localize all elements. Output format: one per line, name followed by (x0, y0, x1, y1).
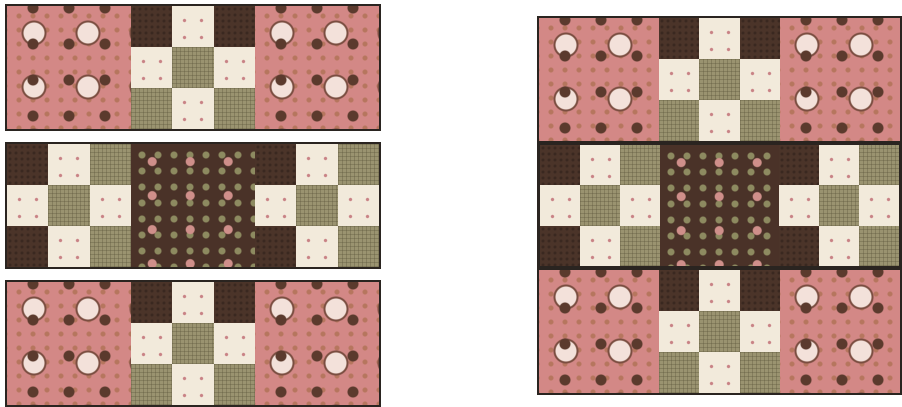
dark-fabric-square (779, 226, 819, 266)
cream-fabric-square (540, 185, 580, 225)
cream-fabric-square (740, 311, 780, 352)
olive-fabric-square (172, 323, 213, 364)
cream-fabric-square (48, 226, 89, 267)
dark-fabric-square (255, 226, 296, 267)
olive-fabric-square (620, 226, 660, 266)
olive-fabric-square (620, 145, 660, 185)
olive-fabric-square (214, 364, 255, 405)
cream-fabric-square (740, 59, 780, 100)
cream-fabric-square (48, 144, 89, 185)
dark-print-fabric-panel (660, 145, 780, 266)
quilt-strip-right-top (537, 16, 902, 143)
olive-fabric-square (90, 144, 131, 185)
cream-fabric-square (620, 185, 660, 225)
dark-fabric-square (659, 270, 699, 311)
nine-patch-block (255, 144, 379, 267)
cream-fabric-square (659, 59, 699, 100)
nine-patch-block (659, 18, 779, 141)
floral-fabric-panel (539, 18, 659, 141)
olive-fabric-square (580, 185, 620, 225)
olive-fabric-square (48, 185, 89, 226)
cream-fabric-square (131, 323, 172, 364)
dark-fabric-square (7, 226, 48, 267)
cream-fabric-square (172, 88, 213, 129)
cream-fabric-square (699, 100, 739, 141)
cream-fabric-square (296, 226, 337, 267)
olive-fabric-square (131, 364, 172, 405)
cream-fabric-square (859, 185, 899, 225)
cream-fabric-square (699, 352, 739, 393)
olive-fabric-square (819, 185, 859, 225)
olive-fabric-square (338, 226, 379, 267)
dark-fabric-square (131, 6, 172, 47)
cream-fabric-square (296, 144, 337, 185)
quilt-strip-left-bottom (5, 280, 381, 407)
floral-fabric-panel (780, 18, 900, 141)
cream-fabric-square (172, 364, 213, 405)
olive-fabric-square (740, 100, 780, 141)
cream-fabric-square (90, 185, 131, 226)
dark-fabric-square (779, 145, 819, 185)
floral-fabric-panel (255, 6, 379, 129)
dark-fabric-square (540, 226, 580, 266)
dark-fabric-square (740, 18, 780, 59)
cream-fabric-square (580, 145, 620, 185)
dark-print-fabric-panel (131, 144, 255, 267)
olive-fabric-square (338, 144, 379, 185)
cream-fabric-square (214, 47, 255, 88)
quilt-strip-left-top (5, 4, 381, 131)
olive-fabric-square (172, 47, 213, 88)
cream-fabric-square (255, 185, 296, 226)
quilt-strip-right-middle (537, 142, 902, 269)
nine-patch-block (779, 145, 899, 266)
olive-fabric-square (659, 100, 699, 141)
dark-fabric-square (659, 18, 699, 59)
cream-fabric-square (699, 18, 739, 59)
cream-fabric-square (580, 226, 620, 266)
cream-fabric-square (699, 270, 739, 311)
olive-fabric-square (214, 88, 255, 129)
olive-fabric-square (699, 59, 739, 100)
nine-patch-block (540, 145, 660, 266)
floral-fabric-panel (539, 270, 659, 393)
dark-fabric-square (214, 282, 255, 323)
quilt-strip-left-middle (5, 142, 381, 269)
olive-fabric-square (296, 185, 337, 226)
olive-fabric-square (90, 226, 131, 267)
cream-fabric-square (659, 311, 699, 352)
floral-fabric-panel (7, 6, 131, 129)
cream-fabric-square (172, 282, 213, 323)
dark-fabric-square (255, 144, 296, 185)
olive-fabric-square (699, 311, 739, 352)
floral-fabric-panel (7, 282, 131, 405)
nine-patch-block (659, 270, 779, 393)
cream-fabric-square (7, 185, 48, 226)
cream-fabric-square (172, 6, 213, 47)
olive-fabric-square (859, 145, 899, 185)
dark-fabric-square (7, 144, 48, 185)
olive-fabric-square (740, 352, 780, 393)
cream-fabric-square (338, 185, 379, 226)
cream-fabric-square (819, 226, 859, 266)
cream-fabric-square (779, 185, 819, 225)
quilt-strip-right-bottom (537, 268, 902, 395)
nine-patch-block (7, 144, 131, 267)
olive-fabric-square (131, 88, 172, 129)
dark-fabric-square (740, 270, 780, 311)
dark-fabric-square (214, 6, 255, 47)
floral-fabric-panel (780, 270, 900, 393)
dark-fabric-square (131, 282, 172, 323)
olive-fabric-square (859, 226, 899, 266)
nine-patch-block (131, 282, 255, 405)
floral-fabric-panel (255, 282, 379, 405)
cream-fabric-square (131, 47, 172, 88)
cream-fabric-square (214, 323, 255, 364)
cream-fabric-square (819, 145, 859, 185)
nine-patch-block (131, 6, 255, 129)
dark-fabric-square (540, 145, 580, 185)
olive-fabric-square (659, 352, 699, 393)
